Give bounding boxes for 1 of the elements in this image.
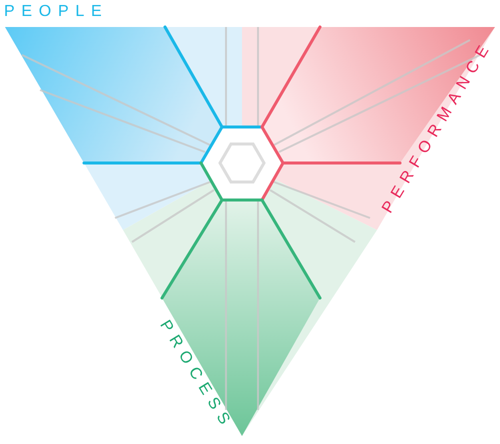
people-label: PEOPLE	[4, 4, 108, 20]
